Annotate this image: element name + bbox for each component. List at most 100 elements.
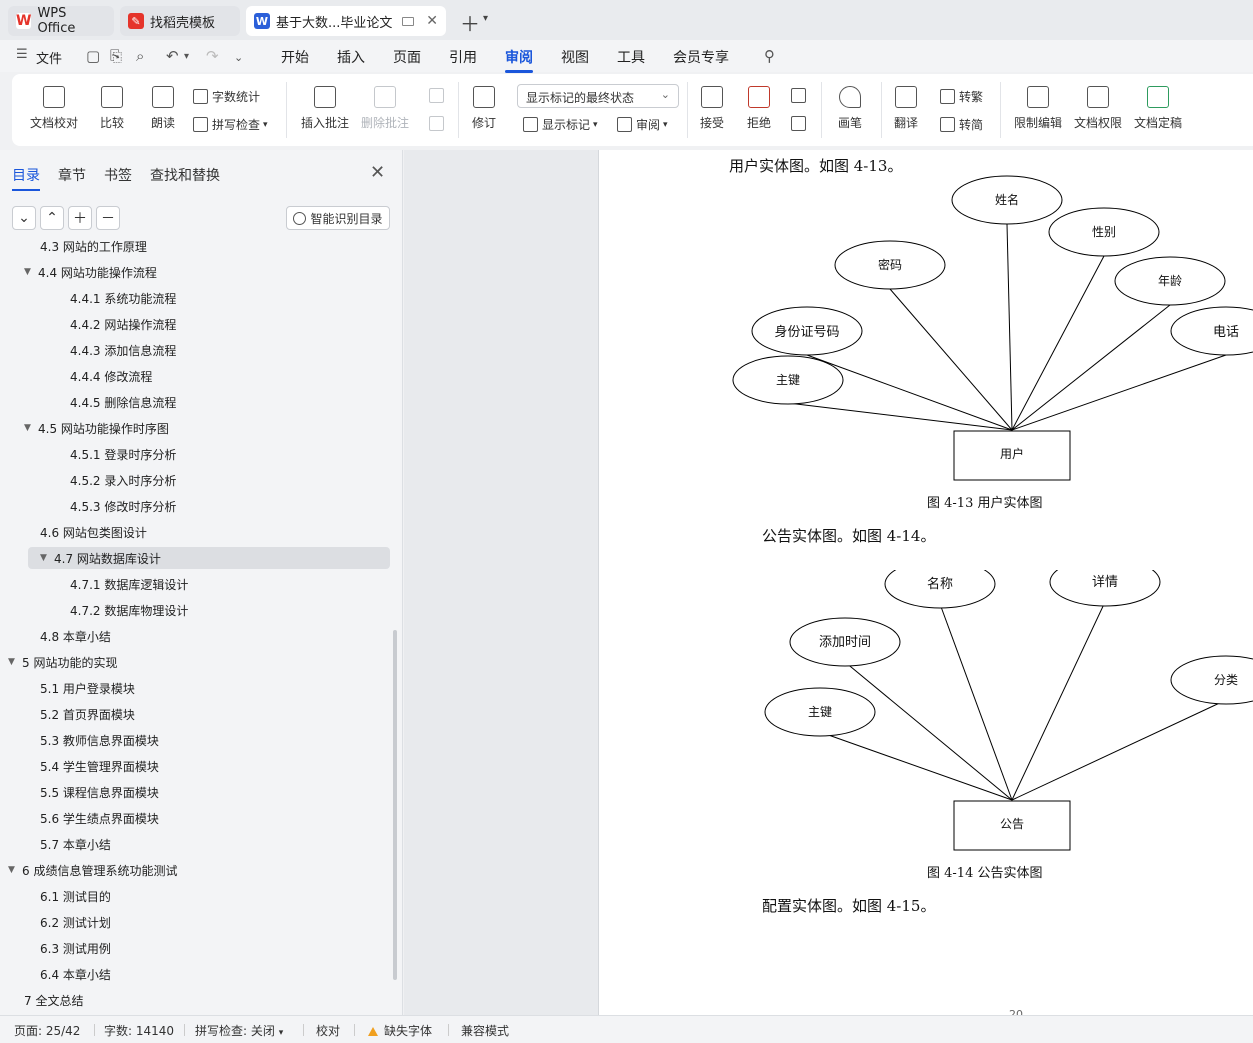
print-preview-icon[interactable]: ⌕: [136, 47, 145, 65]
toc-item[interactable]: 5.3 教师信息界面模块: [40, 729, 159, 751]
next-change-button[interactable]: [791, 116, 810, 131]
pen-button[interactable]: 画笔: [838, 86, 862, 131]
toc-item[interactable]: ▼4.5 网站功能操作时序图: [24, 417, 169, 439]
add-heading-button[interactable]: ＋: [68, 206, 92, 230]
doc-check-button[interactable]: 文档校对: [30, 86, 78, 131]
expand-triangle-icon[interactable]: ▼: [40, 553, 47, 563]
toc-item[interactable]: 4.8 本章小结: [40, 625, 111, 647]
close-tab-icon[interactable]: ✕: [426, 13, 438, 29]
to-simplified-button[interactable]: 转简: [940, 116, 983, 133]
menu-file[interactable]: 文件: [36, 52, 63, 67]
toc-item[interactable]: 7 全文总结: [24, 989, 83, 1011]
menu-member[interactable]: 会员专享: [673, 50, 729, 66]
toc-item[interactable]: 4.4.1 系统功能流程: [70, 287, 176, 309]
hamburger-menu-icon[interactable]: ☰: [16, 47, 28, 62]
toc-item[interactable]: 4.5.2 录入时序分析: [70, 469, 176, 491]
reject-button[interactable]: 拒绝: [747, 86, 771, 131]
read-aloud-button[interactable]: 朗读: [151, 86, 175, 131]
tab-bookmarks[interactable]: 书签: [104, 168, 132, 184]
word-count-indicator[interactable]: 字数: 14140: [104, 1024, 175, 1038]
accept-button[interactable]: 接受: [700, 86, 724, 131]
insert-comment-button[interactable]: 插入批注: [301, 86, 349, 131]
toc-item[interactable]: 5.5 课程信息界面模块: [40, 781, 159, 803]
toc-item[interactable]: 5.7 本章小结: [40, 833, 111, 855]
toc-item[interactable]: 4.4.3 添加信息流程: [70, 339, 176, 361]
review-pane-button[interactable]: 审阅 ▾: [617, 116, 668, 133]
toc-item[interactable]: ▼4.4 网站功能操作流程: [24, 261, 157, 283]
toc-item[interactable]: ▼4.7 网站数据库设计: [28, 547, 390, 569]
expand-triangle-icon[interactable]: ▼: [24, 423, 31, 433]
doc-finalize-button[interactable]: 文档定稿: [1134, 86, 1182, 131]
toc-scrollbar[interactable]: [393, 630, 397, 980]
menu-references[interactable]: 引用: [449, 50, 477, 66]
compare-button[interactable]: 比较: [100, 86, 124, 131]
to-traditional-button[interactable]: 转繁: [940, 88, 983, 105]
previous-change-button[interactable]: [791, 88, 810, 103]
tab-wps-office[interactable]: W WPS Office: [8, 6, 114, 36]
undo-icon[interactable]: ↶: [166, 47, 179, 65]
close-icon[interactable]: ✕: [370, 162, 386, 183]
toc-item[interactable]: 4.4.5 删除信息流程: [70, 391, 176, 413]
export-icon[interactable]: ⎘: [110, 47, 123, 65]
toc-item[interactable]: 4.3 网站的工作原理: [40, 238, 147, 257]
chevron-down-icon[interactable]: ▾: [483, 13, 489, 24]
missing-font-button[interactable]: 缺失字体: [368, 1022, 432, 1039]
tab-chapters[interactable]: 章节: [58, 168, 86, 184]
markup-state-dropdown[interactable]: 显示标记的最终状态 ⌄: [517, 84, 679, 108]
toc-item[interactable]: 4.6 网站包类图设计: [40, 521, 147, 543]
toc-item[interactable]: 4.5.1 登录时序分析: [70, 443, 176, 465]
spell-check-status[interactable]: 拼写检查: 关闭 ▾: [195, 1024, 284, 1038]
new-tab-plus-icon[interactable]: ＋: [460, 12, 480, 36]
chevron-down-icon[interactable]: ▾: [184, 51, 190, 62]
revise-button[interactable]: 修订: [472, 86, 496, 131]
expand-triangle-icon[interactable]: ▼: [8, 657, 15, 667]
spell-check-button[interactable]: 拼写检查 ▾: [193, 116, 268, 133]
document-page[interactable]: 用户实体图。如图 4-13。: [598, 150, 1253, 1015]
proofread-button[interactable]: 校对: [316, 1024, 341, 1038]
toc-item[interactable]: 6.4 本章小结: [40, 963, 111, 985]
toc-item[interactable]: ▼5 网站功能的实现: [8, 651, 117, 673]
monitor-icon[interactable]: [402, 16, 415, 26]
restrict-edit-button[interactable]: 限制编辑: [1014, 86, 1062, 131]
doc-permission-button[interactable]: 文档权限: [1074, 86, 1122, 131]
toc-item[interactable]: 4.7.1 数据库逻辑设计: [70, 573, 188, 595]
toc-item[interactable]: 6.3 测试用例: [40, 937, 111, 959]
translate-button[interactable]: 翻译: [894, 86, 918, 131]
smart-toc-button[interactable]: 智能识别目录: [286, 206, 390, 230]
toc-item[interactable]: 4.7.2 数据库物理设计: [70, 599, 188, 621]
toc-item[interactable]: 4.5.3 修改时序分析: [70, 495, 176, 517]
expand-triangle-icon[interactable]: ▼: [8, 865, 15, 875]
toc-item[interactable]: 5.4 学生管理界面模块: [40, 755, 159, 777]
remove-heading-button[interactable]: －: [96, 206, 120, 230]
toc-item[interactable]: 5.6 学生绩点界面模块: [40, 807, 159, 829]
menu-review[interactable]: 审阅: [505, 47, 533, 73]
toc-item[interactable]: 4.4.4 修改流程: [70, 365, 152, 387]
tab-find-replace[interactable]: 查找和替换: [150, 168, 220, 184]
expand-down-button[interactable]: ⌄: [12, 206, 36, 230]
tab-toc[interactable]: 目录: [12, 165, 40, 191]
menu-home[interactable]: 开始: [281, 50, 309, 66]
toc-item[interactable]: 5.2 首页界面模块: [40, 703, 135, 725]
tab-thesis-document[interactable]: W 基于大数...毕业论文 ✕: [246, 6, 446, 36]
toc-item[interactable]: 5.1 用户登录模块: [40, 677, 135, 699]
next-comment-button[interactable]: [429, 116, 448, 131]
show-markup-button[interactable]: 显示标记 ▾: [523, 116, 598, 133]
search-icon[interactable]: ⚲: [764, 47, 775, 65]
menu-tools[interactable]: 工具: [617, 50, 645, 66]
toc-item[interactable]: 6.2 测试计划: [40, 911, 111, 933]
word-count-button[interactable]: 字数统计: [193, 88, 260, 105]
menu-page[interactable]: 页面: [393, 50, 421, 66]
expand-triangle-icon[interactable]: ▼: [24, 267, 31, 277]
chevron-down-icon[interactable]: ⌄: [234, 51, 244, 64]
menu-view[interactable]: 视图: [561, 50, 589, 66]
collapse-up-button[interactable]: ⌃: [40, 206, 64, 230]
toc-item[interactable]: ▼6 成绩信息管理系统功能测试: [8, 859, 177, 881]
tab-docer-template[interactable]: ✎ 找稻壳模板: [120, 6, 240, 36]
redo-icon[interactable]: ↷: [206, 47, 219, 65]
toc-item[interactable]: 4.4.2 网站操作流程: [70, 313, 176, 335]
delete-comment-button[interactable]: 删除批注: [361, 86, 409, 131]
menu-insert[interactable]: 插入: [337, 50, 365, 66]
save-icon[interactable]: ▢: [86, 47, 101, 65]
page-indicator[interactable]: 页面: 25/42: [14, 1024, 81, 1038]
toc-item[interactable]: 6.1 测试目的: [40, 885, 111, 907]
